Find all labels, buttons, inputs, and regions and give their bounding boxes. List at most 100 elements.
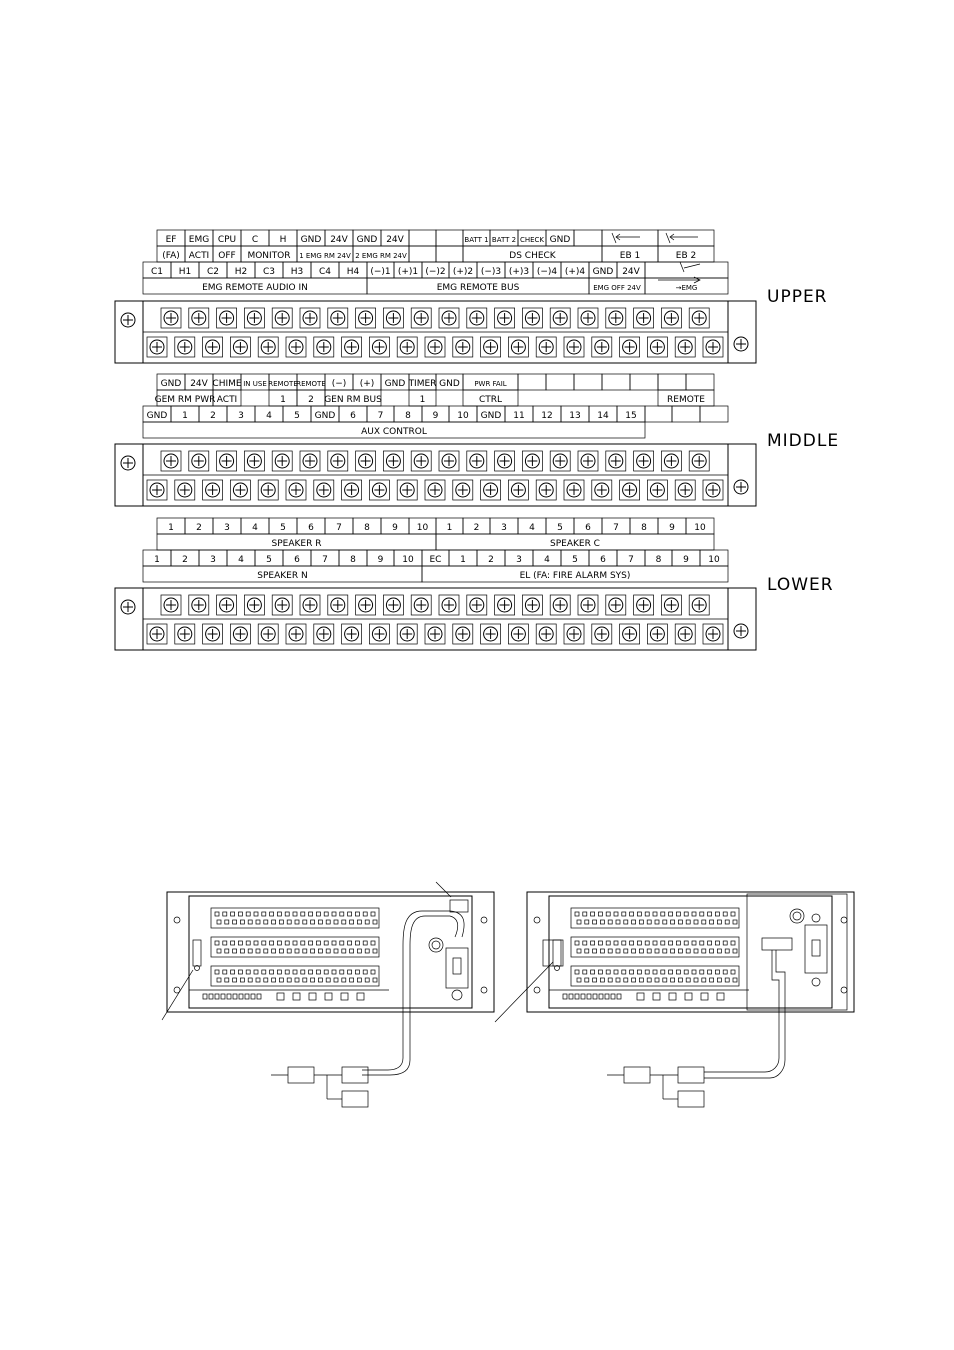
- terminal-label: REMOTE: [667, 395, 705, 405]
- terminal-screw: [120, 455, 136, 471]
- terminal-screw: [427, 339, 443, 355]
- rack-panel-right: [494, 891, 855, 1108]
- terminal-box: [146, 623, 168, 645]
- terminal-box: [285, 336, 307, 358]
- terminal-label: 1: [168, 523, 174, 533]
- terminal-label: DS CHECK: [509, 251, 557, 261]
- terminal-label: 15: [625, 411, 636, 421]
- terminal-box: [661, 307, 682, 329]
- terminal-label: 2: [474, 523, 480, 533]
- terminal-screw: [427, 626, 443, 642]
- label-cell: [601, 229, 659, 247]
- terminal-box: [591, 623, 613, 645]
- terminal-screw: [413, 597, 429, 613]
- terminal-screw: [622, 339, 638, 355]
- terminal-screw: [441, 310, 457, 326]
- terminal-box: [313, 336, 335, 358]
- terminal-label: 4: [238, 555, 244, 565]
- terminal-screw: [246, 310, 262, 326]
- terminal-box: [480, 336, 501, 358]
- terminal-screw: [246, 453, 262, 469]
- terminal-screw: [649, 626, 665, 642]
- terminal-screw: [385, 597, 401, 613]
- terminal-screw: [344, 482, 360, 498]
- label-cell: [408, 229, 437, 247]
- terminal-label: 9: [433, 411, 439, 421]
- terminal-label: 7: [322, 555, 328, 565]
- terminal-label: 14: [597, 411, 609, 421]
- terminal-box: [549, 307, 571, 329]
- terminal-box: [396, 479, 418, 501]
- terminal-screw: [608, 453, 624, 469]
- terminal-screw: [205, 339, 221, 355]
- terminal-label: 2: [196, 523, 202, 533]
- terminal-screw: [733, 336, 749, 352]
- terminal-screw: [302, 310, 318, 326]
- terminal-box: [202, 623, 223, 645]
- terminal-label: GND: [593, 267, 614, 277]
- label-cell: [545, 373, 575, 391]
- terminal-label: CHECK: [520, 236, 544, 244]
- terminal-box: [577, 307, 599, 329]
- terminal-box: [410, 594, 432, 616]
- terminal-box: [633, 594, 654, 616]
- terminal-label: 7: [613, 523, 619, 533]
- terminal-screw: [649, 339, 665, 355]
- terminal-label: 8: [364, 523, 370, 533]
- terminal-label: 1: [182, 411, 188, 421]
- terminal-label: (+)3: [509, 267, 529, 277]
- terminal-box: [271, 307, 293, 329]
- terminal-screw: [358, 597, 374, 613]
- eb-switch-symbols: [611, 232, 701, 284]
- terminal-screw: [524, 453, 540, 469]
- terminal-screw: [232, 626, 248, 642]
- terminal-screw: [344, 626, 360, 642]
- label-cell: [644, 261, 729, 279]
- terminal-box: [647, 336, 668, 358]
- terminal-box: [702, 479, 724, 501]
- terminal-label: EMG: [189, 235, 209, 245]
- terminal-screw: [469, 453, 485, 469]
- label-cell: [573, 229, 603, 247]
- terminal-box: [563, 623, 585, 645]
- terminal-label: AUX CONTROL: [361, 427, 427, 437]
- terminal-screw: [677, 626, 693, 642]
- terminal-screw: [219, 310, 235, 326]
- terminal-screw: [163, 310, 179, 326]
- terminal-label: 4: [544, 555, 550, 565]
- terminal-screw: [302, 597, 318, 613]
- terminal-box: [396, 336, 418, 358]
- terminal-screw: [371, 339, 387, 355]
- upper-terminal-strip: [114, 300, 757, 364]
- terminal-screw: [149, 339, 165, 355]
- terminal-box: [216, 450, 237, 472]
- terminal-label: 11: [513, 411, 524, 421]
- terminal-screw: [399, 339, 415, 355]
- terminal-label: 7: [378, 411, 384, 421]
- terminal-box: [605, 594, 627, 616]
- terminal-screw: [566, 482, 582, 498]
- terminal-screw: [469, 597, 485, 613]
- terminal-screw: [483, 626, 499, 642]
- terminal-label: EMG OFF 24V: [593, 284, 641, 292]
- terminal-box: [230, 479, 251, 501]
- terminal-box: [327, 594, 349, 616]
- terminal-label: (+)4: [565, 267, 586, 277]
- label-cell: [421, 565, 729, 583]
- terminal-label: 2 EMG RM 24V: [355, 252, 407, 260]
- terminal-label: 4: [266, 411, 272, 421]
- terminal-screw: [191, 453, 207, 469]
- terminal-screw: [288, 482, 304, 498]
- terminal-box: [188, 307, 210, 329]
- terminal-label: 24V: [386, 235, 404, 245]
- terminal-screw: [510, 339, 526, 355]
- terminal-screw: [344, 339, 360, 355]
- terminal-box: [174, 623, 196, 645]
- terminal-label: BATT 2: [492, 236, 516, 244]
- terminal-label: REMOTE: [268, 380, 298, 388]
- terminal-label: 10: [457, 411, 469, 421]
- terminal-label: C2: [207, 267, 219, 277]
- terminal-screw: [538, 339, 554, 355]
